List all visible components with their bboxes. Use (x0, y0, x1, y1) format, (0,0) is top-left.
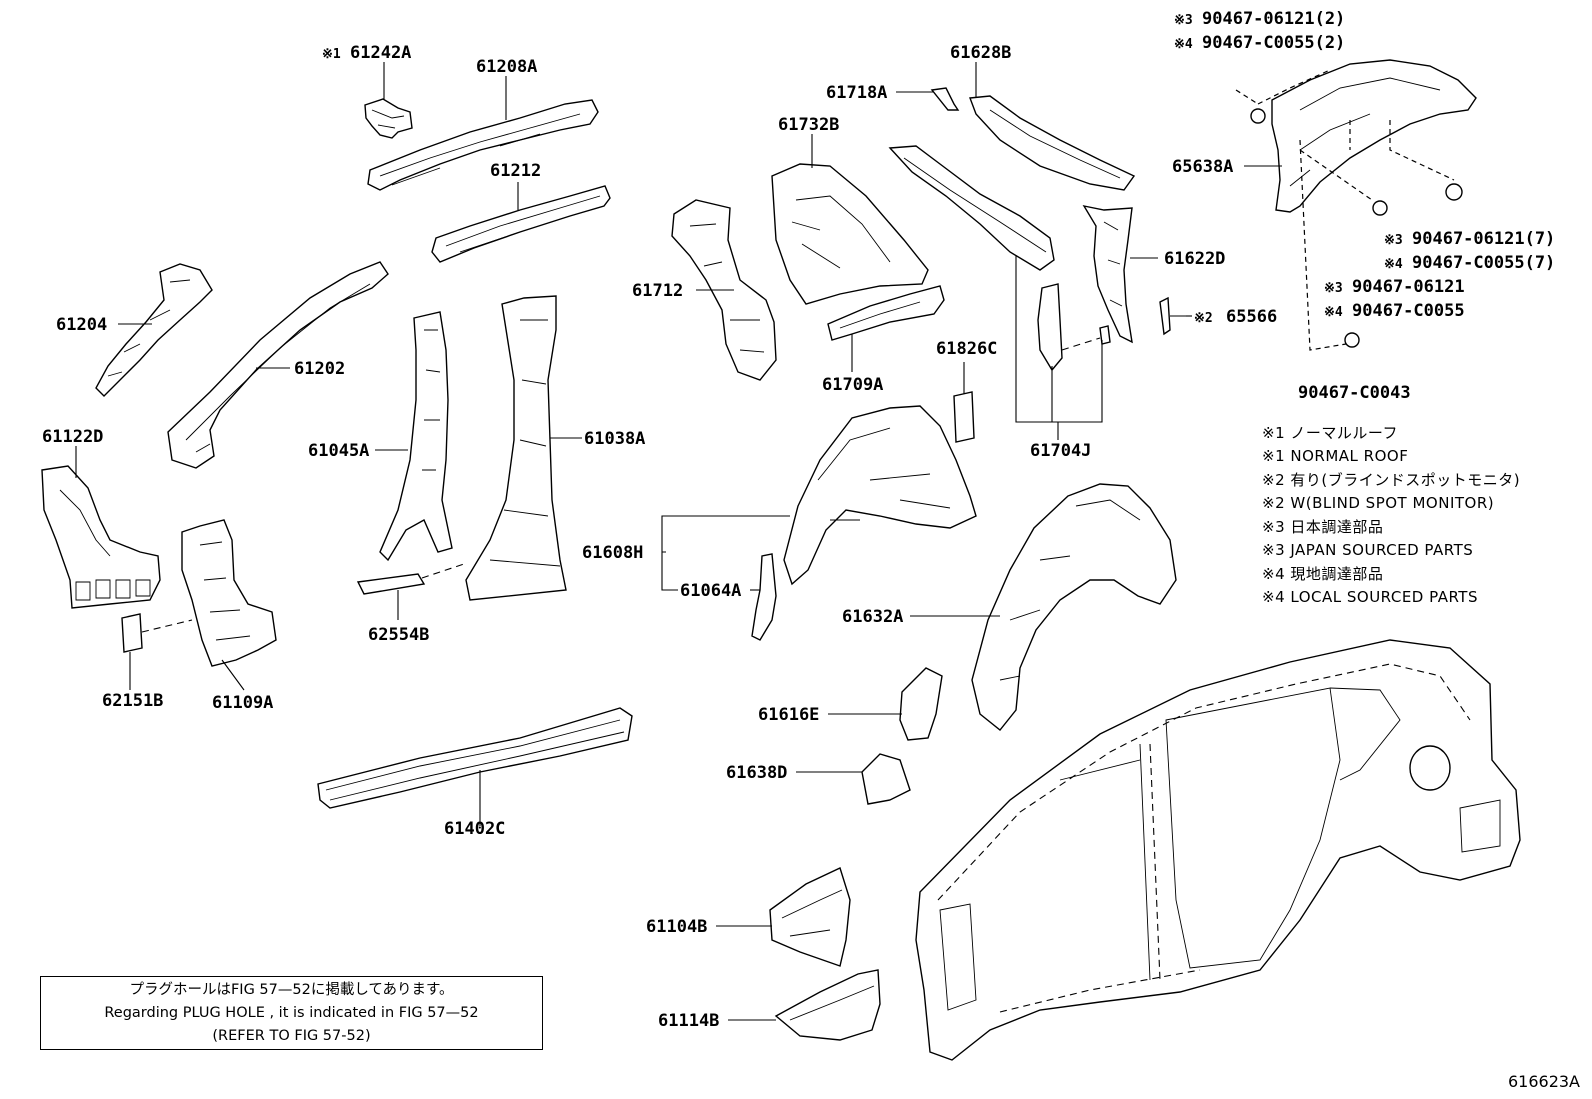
label-61704J: 61704J (1030, 441, 1091, 461)
mark-c2a: ※3 (1384, 233, 1403, 248)
label-c2a: 90467-06121(7) (1412, 229, 1555, 249)
part-61208A-drawing[interactable] (367, 99, 599, 191)
part-61732B-drawing[interactable] (771, 163, 929, 305)
label-61622D: 61622D (1164, 249, 1225, 269)
note-line: ※4 現地調達部品 (1262, 565, 1383, 583)
plug-note-line-1: プラグホールはFIG 57—52に掲載してあります。 (129, 982, 454, 998)
part-61402C-drawing[interactable] (317, 707, 633, 809)
plug-note-line-2: Regarding PLUG HOLE , it is indicated in… (104, 1005, 479, 1021)
part-61104B-drawing[interactable] (769, 867, 851, 967)
label-65566: 65566 (1226, 307, 1277, 327)
label-c1b: 90467-C0055(2) (1202, 33, 1345, 53)
note-line: ※4 LOCAL SOURCED PARTS (1262, 588, 1478, 606)
note-line: ※1 NORMAL ROOF (1262, 447, 1408, 465)
clip-2[interactable] (1372, 200, 1388, 216)
label-61122D: 61122D (42, 427, 103, 447)
part-61045A-drawing[interactable] (379, 311, 453, 562)
part-61709A-drawing[interactable] (827, 285, 945, 341)
part-61616E-drawing[interactable] (899, 667, 943, 741)
label-62554B: 62554B (368, 625, 429, 645)
mark-65566: ※2 (1194, 311, 1213, 326)
part-61064A-drawing[interactable] (751, 553, 777, 641)
part-61204-drawing[interactable] (95, 263, 213, 397)
part-61608H-drawing[interactable] (783, 405, 977, 586)
body-side-drawing (915, 639, 1521, 1061)
part-61212-drawing[interactable] (431, 185, 611, 263)
plug-note-line-3: (REFER TO FIG 57-52) (212, 1028, 371, 1044)
mark-c3a: ※3 (1324, 281, 1343, 296)
mark-c2b: ※4 (1384, 257, 1403, 272)
note-line: ※2 W(BLIND SPOT MONITOR) (1262, 494, 1494, 512)
label-61402C: 61402C (444, 819, 505, 839)
part-65566-drawing[interactable] (1159, 296, 1171, 336)
part-61122D-drawing[interactable] (41, 465, 161, 609)
part-61628B-drawing[interactable] (969, 95, 1136, 191)
mark-c1b: ※4 (1174, 37, 1193, 52)
note-line: ※2 有り(ブラインドスポットモニタ) (1262, 471, 1520, 489)
label-c1a: 90467-06121(2) (1202, 9, 1345, 29)
label-61242A: 61242A (350, 43, 411, 63)
mark-c1a: ※3 (1174, 13, 1193, 28)
part-61114B-drawing[interactable] (774, 969, 881, 1041)
part-61826C-drawing[interactable] (953, 391, 975, 443)
label-61608H: 61608H (582, 543, 643, 563)
part-61712-drawing[interactable] (671, 199, 777, 381)
label-61202: 61202 (294, 359, 345, 379)
leader-lines (75, 62, 1282, 1021)
label-61826C: 61826C (936, 339, 997, 359)
label-61709A: 61709A (822, 375, 883, 395)
part-62151B-drawing[interactable] (121, 613, 143, 653)
part-61704J-drawing[interactable] (888, 145, 1111, 372)
part-61109A-drawing[interactable] (181, 519, 277, 667)
clip-1[interactable] (1250, 108, 1266, 124)
label-61718A: 61718A (826, 83, 887, 103)
clip-3[interactable] (1445, 183, 1463, 201)
label-62151B: 62151B (102, 691, 163, 711)
note-line: ※3 JAPAN SOURCED PARTS (1262, 541, 1473, 559)
label-c3b: 90467-C0055 (1352, 301, 1465, 321)
part-61202-drawing[interactable] (167, 261, 389, 469)
part-61638D-drawing[interactable] (861, 753, 911, 805)
clip-4[interactable] (1344, 332, 1360, 348)
label-61038A: 61038A (584, 429, 645, 449)
label-61208A: 61208A (476, 57, 537, 77)
label-61064A: 61064A (680, 581, 741, 601)
label-61114B: 61114B (658, 1011, 719, 1031)
mark-61242A: ※1 (322, 47, 341, 62)
label-61104B: 61104B (646, 917, 707, 937)
part-65638A-drawing[interactable] (1271, 59, 1477, 213)
label-61045A: 61045A (308, 441, 369, 461)
label-c2b: 90467-C0055(7) (1412, 253, 1555, 273)
mark-c3b: ※4 (1324, 305, 1343, 320)
plug-hole-note: プラグホールはFIG 57—52に掲載してあります。 Regarding PLU… (40, 976, 543, 1050)
legend-notes: ※1 ノーマルルーフ ※1 NORMAL ROOF ※2 有り(ブラインドスポッ… (1262, 424, 1520, 606)
note-line: ※1 ノーマルルーフ (1262, 424, 1398, 442)
label-61109A: 61109A (212, 693, 273, 713)
note-line: ※3 日本調達部品 (1262, 518, 1383, 536)
label-61628B: 61628B (950, 43, 1011, 63)
label-61212: 61212 (490, 161, 541, 181)
label-61616E: 61616E (758, 705, 819, 725)
label-61638D: 61638D (726, 763, 787, 783)
label-61204: 61204 (56, 315, 107, 335)
label-c4: 90467-C0043 (1298, 383, 1411, 403)
part-labels: ※1 61242A 61208A 61212 61204 61202 61122… (42, 9, 1555, 1031)
part-61632A-drawing[interactable] (971, 483, 1177, 731)
figure-code: 616623A (1507, 1072, 1580, 1091)
part-61718A-drawing[interactable] (930, 87, 960, 111)
part-61242A-drawing[interactable] (364, 98, 413, 139)
part-61622D-drawing[interactable] (1082, 205, 1133, 344)
label-c3a: 90467-06121 (1352, 277, 1465, 297)
label-61732B: 61732B (778, 115, 839, 135)
part-62554B-drawing[interactable] (356, 573, 426, 595)
label-61712: 61712 (632, 281, 683, 301)
label-61632A: 61632A (842, 607, 903, 627)
label-65638A: 65638A (1172, 157, 1233, 177)
part-61038A-drawing[interactable] (465, 295, 567, 601)
clip-dashed-lines (1235, 69, 1455, 351)
